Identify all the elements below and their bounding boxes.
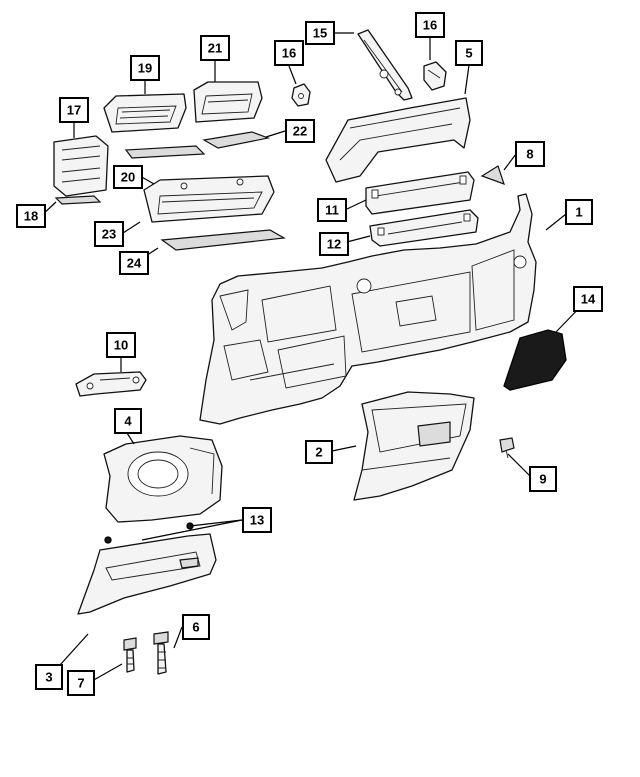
callout-24: 24: [119, 251, 149, 275]
part-17-module: [53, 135, 109, 197]
part-8-small-trim: [480, 165, 505, 185]
callout-15: 15: [305, 21, 335, 45]
part-14-dark-panel: [503, 329, 567, 391]
svg-text:13: 13: [250, 513, 264, 528]
svg-text:21: 21: [208, 41, 222, 56]
svg-text:16: 16: [282, 46, 296, 61]
svg-text:6: 6: [192, 620, 199, 635]
part-4-column-cover: [103, 435, 223, 523]
svg-text:18: 18: [24, 209, 38, 224]
part-20-center-vent: [143, 175, 275, 223]
part-21-vent-housing: [193, 81, 263, 123]
part-22-trim-strip: [202, 131, 271, 149]
callout-13: 13: [242, 507, 272, 533]
svg-text:5: 5: [465, 46, 472, 61]
callout-22: 22: [285, 119, 315, 143]
svg-text:14: 14: [581, 292, 596, 307]
callout-11: 11: [317, 198, 347, 222]
part-19-vent-bezel: [103, 93, 187, 133]
callout-20: 20: [113, 165, 143, 189]
svg-text:22: 22: [293, 124, 307, 139]
svg-text:2: 2: [315, 445, 322, 460]
svg-text:19: 19: [138, 61, 152, 76]
svg-text:3: 3: [45, 670, 52, 685]
svg-text:1: 1: [575, 205, 582, 220]
part-9-fastener: [499, 437, 515, 459]
callout-19: 19: [130, 55, 160, 81]
svg-text:9: 9: [539, 472, 546, 487]
part-12-reinforcement: [369, 209, 479, 247]
part-10-bracket: [75, 371, 147, 397]
part-2-glove-box: [353, 391, 475, 501]
svg-text:4: 4: [124, 414, 132, 429]
callout-14: 14: [573, 286, 603, 312]
callout-21: 21: [200, 35, 230, 61]
part-24-trim-strip: [160, 229, 286, 251]
callout-5: 5: [455, 40, 483, 66]
callout-8: 8: [515, 141, 545, 167]
part-16-clip-right: [423, 61, 447, 91]
svg-text:10: 10: [114, 338, 128, 353]
callout-9: 9: [529, 466, 557, 492]
svg-text:8: 8: [526, 147, 533, 162]
part-18-pad: [54, 195, 102, 205]
part-11-bracket: [365, 171, 475, 215]
callout-12: 12: [319, 232, 349, 256]
part-7-bolt: [123, 637, 137, 673]
svg-text:15: 15: [313, 26, 327, 41]
svg-text:11: 11: [325, 203, 339, 218]
callout-18: 18: [16, 204, 46, 228]
part-16-clip-left: [291, 83, 311, 107]
callout-4: 4: [114, 408, 142, 434]
callout-1: 1: [565, 199, 593, 225]
svg-text:17: 17: [67, 103, 81, 118]
part-3-lower-panel: [77, 533, 217, 615]
callout-23: 23: [94, 221, 124, 247]
callout-6: 6: [182, 614, 210, 640]
callout-3: 3: [35, 664, 63, 690]
svg-text:16: 16: [423, 18, 437, 33]
svg-text:24: 24: [127, 256, 142, 271]
callout-2: 2: [305, 440, 333, 464]
callout-16-left: 16: [274, 40, 304, 66]
svg-text:12: 12: [327, 237, 341, 252]
part-15-strip: [357, 29, 413, 101]
svg-text:7: 7: [77, 676, 84, 691]
part-1-instrument-panel: [199, 193, 537, 425]
part-5-upper-pad: [325, 97, 471, 183]
part-6-bolt: [153, 631, 169, 675]
callout-16-right: 16: [415, 12, 445, 38]
callout-10: 10: [106, 332, 136, 358]
callout-7: 7: [67, 670, 95, 696]
svg-text:23: 23: [102, 227, 116, 242]
svg-text:20: 20: [121, 170, 135, 185]
part-trim-lower: [124, 145, 206, 159]
callout-17: 17: [59, 97, 89, 123]
